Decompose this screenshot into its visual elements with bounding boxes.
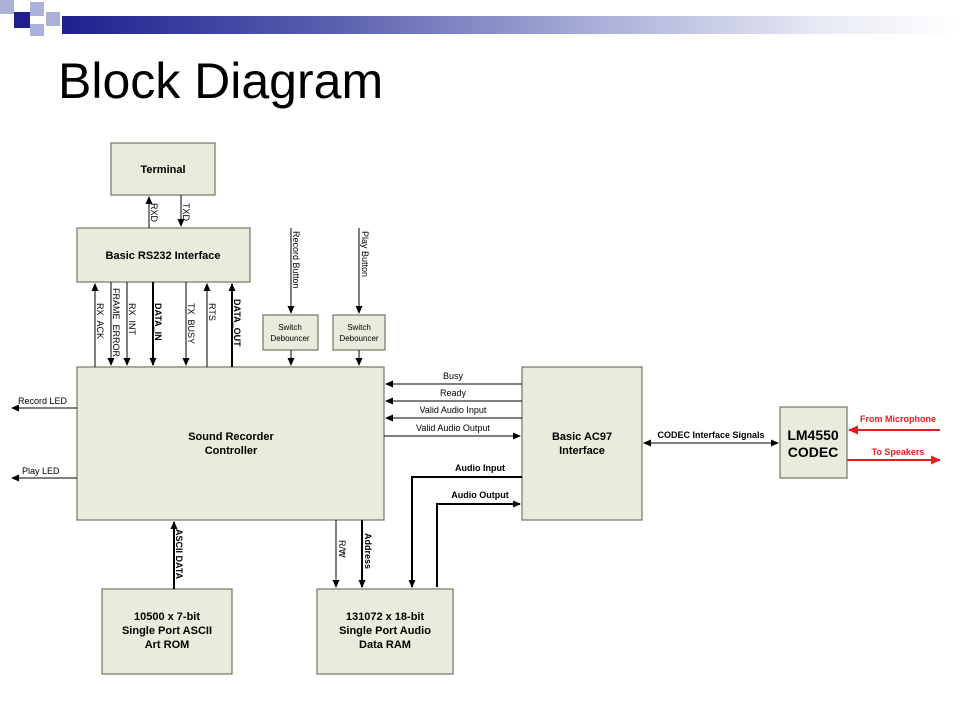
signal-data-out: DATA_OUT	[232, 299, 242, 347]
rom-label-3: Art ROM	[145, 639, 190, 651]
ac97-label-1: Basic AC97	[552, 431, 612, 443]
rom-block	[101, 588, 233, 675]
terminal-label: Terminal	[140, 164, 185, 176]
debouncer-record-block	[262, 314, 319, 351]
signal-address: Address	[363, 533, 373, 569]
debouncer-play-label-1: Switch	[347, 323, 371, 332]
signal-ready: Ready	[440, 388, 467, 398]
signal-rts: RTS	[207, 303, 217, 321]
signal-rx-ack: RX_ACK	[95, 303, 105, 339]
signal-valid-audio-output: Valid Audio Output	[416, 423, 490, 433]
signal-play-led: Play LED	[22, 466, 60, 476]
ac97-block	[521, 366, 643, 521]
controller-block	[76, 366, 385, 521]
codec-label-2: CODEC	[788, 444, 839, 460]
signal-rxd: RXD	[149, 203, 159, 223]
signal-play-button: Play Button	[360, 231, 370, 277]
controller-label-1: Sound Recorder	[188, 431, 274, 443]
debouncer-play-label-2: Debouncer	[339, 334, 378, 343]
signal-from-microphone: From Microphone	[860, 414, 936, 424]
controller-label-2: Controller	[205, 445, 258, 457]
signal-valid-audio-input: Valid Audio Input	[420, 405, 487, 415]
ram-block	[316, 588, 454, 675]
signal-record-button: Record Button	[291, 231, 301, 289]
signal-rw: R/W	[337, 540, 347, 558]
ram-label-3: Data RAM	[359, 639, 411, 651]
signal-codec-interface: CODEC Interface Signals	[657, 430, 764, 440]
signal-tx-busy: TX_BUSY	[186, 303, 196, 344]
debouncer-record-label-2: Debouncer	[270, 334, 309, 343]
terminal-block	[110, 142, 216, 196]
signal-record-led: Record LED	[18, 396, 68, 406]
signal-rx-int: RX_INT	[127, 303, 137, 336]
debouncer-record-label-1: Switch	[278, 323, 302, 332]
signal-txd: TXD	[181, 203, 191, 222]
rom-label-1: 10500 x 7-bit	[134, 611, 200, 623]
signal-audio-output: Audio Output	[451, 490, 508, 500]
signal-data-in: DATA_IN	[153, 303, 163, 341]
page-title: Block Diagram	[58, 53, 384, 109]
rs232-block	[76, 227, 251, 283]
header-decoration	[0, 0, 960, 36]
debouncer-play-block	[332, 314, 386, 351]
signal-audio-input: Audio Input	[455, 463, 505, 473]
rom-label-2: Single Port ASCII	[122, 625, 212, 637]
ram-label-2: Single Port Audio	[339, 625, 431, 637]
signal-frame-error: FRAME_ERROR	[111, 288, 121, 358]
signal-busy: Busy	[443, 371, 464, 381]
signal-to-speakers: To Speakers	[872, 447, 925, 457]
signal-ascii-data: ASCII DATA	[174, 529, 184, 580]
ram-label-1: 131072 x 18-bit	[346, 611, 425, 623]
rs232-label: Basic RS232 Interface	[106, 250, 221, 262]
ac97-label-2: Interface	[559, 445, 605, 457]
codec-block	[779, 406, 848, 479]
codec-label-1: LM4550	[787, 427, 839, 443]
